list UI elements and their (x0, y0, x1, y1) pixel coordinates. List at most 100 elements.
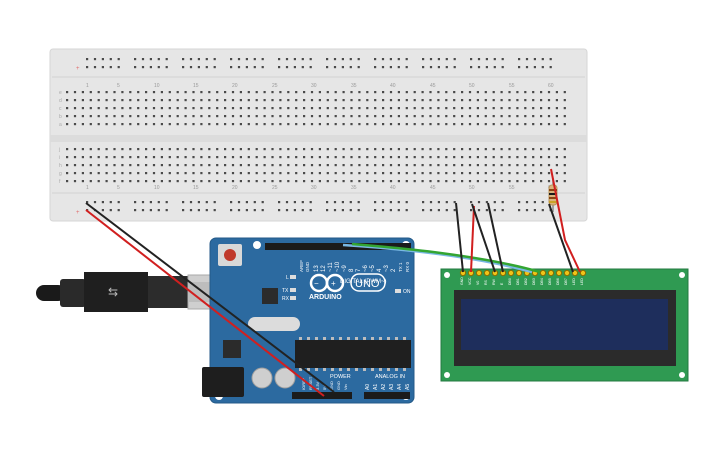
breadboard-hole (500, 123, 503, 126)
breadboard-hole (192, 91, 195, 94)
breadboard-hole (485, 58, 488, 61)
breadboard-hole (524, 172, 527, 175)
breadboard-hole (310, 148, 314, 151)
chip-pin (315, 368, 318, 371)
breadboard-hole (532, 180, 535, 183)
digital-header[interactable] (265, 243, 411, 250)
breadboard-hole (397, 66, 400, 69)
breadboard-hole (524, 107, 527, 110)
column-number: 5 (117, 83, 120, 89)
breadboard-hole (129, 148, 132, 151)
breadboard-hole (453, 123, 456, 126)
breadboard-hole (205, 201, 208, 204)
breadboard-hole (470, 209, 473, 212)
breadboard-hole (382, 164, 385, 167)
breadboard-hole (208, 148, 211, 151)
breadboard-hole (73, 164, 77, 167)
breadboard-hole (563, 115, 566, 118)
chip-pin (299, 368, 302, 371)
reset-button-cap[interactable] (224, 249, 236, 261)
breadboard-hole (540, 123, 543, 126)
breadboard-hole (247, 156, 250, 159)
breadboard-hole (555, 148, 558, 151)
breadboard[interactable]: + + 1 5 10 15 20 25 30 35 40 45 50 55 60… (49, 48, 588, 222)
breadboard-hole (484, 180, 487, 183)
breadboard-hole (230, 201, 233, 204)
breadboard-hole (468, 172, 472, 175)
breadboard-hole (255, 172, 258, 175)
breadboard-hole (461, 156, 464, 159)
mounting-hole (679, 272, 685, 278)
chip-pin (363, 368, 366, 371)
breadboard-hole (341, 66, 344, 69)
breadboard-hole (231, 91, 235, 94)
column-number: 20 (232, 83, 238, 89)
breadboard-hole (374, 201, 377, 204)
dc-power-jack[interactable] (202, 367, 244, 397)
breadboard-hole (429, 201, 433, 204)
breadboard-hole (81, 123, 84, 126)
breadboard-hole (213, 58, 216, 61)
breadboard-hole (453, 91, 456, 94)
breadboard-hole (422, 209, 425, 212)
breadboard-holes[interactable] (66, 58, 566, 212)
lcd-16x2-module[interactable]: GND VCC V0 RS RW E DB0 DB1 DB2 DB3 DB4 D… (440, 268, 689, 382)
breadboard-hole (397, 164, 400, 167)
breadboard-hole (129, 164, 132, 167)
breadboard-hole (263, 164, 266, 167)
breadboard-hole (508, 91, 511, 94)
breadboard-hole (245, 209, 248, 212)
breadboard-hole (445, 115, 448, 118)
lcd-pin-label: LED (572, 278, 576, 285)
wires[interactable] (85, 168, 581, 397)
breadboard-hole (137, 115, 140, 118)
breadboard-hole (101, 58, 104, 61)
breadboard-hole (533, 209, 536, 212)
breadboard-hole (89, 156, 92, 159)
breadboard-hole (413, 107, 416, 110)
breadboard-hole (492, 164, 495, 167)
breadboard-hole (231, 148, 235, 151)
breadboard-hole (184, 107, 187, 110)
pin-label: 13 (314, 265, 320, 272)
breadboard-hole (453, 180, 456, 183)
breadboard-hole (287, 172, 290, 175)
breadboard-hole (357, 209, 360, 212)
breadboard-hole (263, 91, 266, 94)
column-number: 20 (232, 185, 238, 191)
breadboard-hole (239, 148, 242, 151)
breadboard-hole (303, 172, 306, 175)
breadboard-hole (137, 107, 140, 110)
lcd-pin-header[interactable] (459, 269, 587, 277)
lcd-pin-label: LED (580, 278, 584, 285)
column-number: 35 (351, 83, 357, 89)
breadboard-hole (303, 99, 306, 102)
breadboard-hole (293, 66, 296, 69)
breadboard-hole (540, 156, 543, 159)
on-label: ON (403, 289, 411, 295)
breadboard-hole (555, 123, 558, 126)
rail-plus-label-top: + (76, 66, 80, 72)
arduino-uno-board[interactable]: AREF GND 13 12 ~11 ~10 ~9 8 7 ~6 ~5 4 ~3… (202, 237, 415, 404)
breadboard-hole (350, 107, 353, 110)
column-number: 30 (311, 185, 317, 191)
breadboard-hole (152, 115, 156, 118)
breadboard-hole (485, 201, 488, 204)
breadboard-hole (445, 172, 448, 175)
breadboard-hole (334, 99, 337, 102)
breadboard-hole (168, 148, 171, 151)
breadboard-hole (310, 123, 314, 126)
analog-header[interactable] (364, 392, 410, 399)
breadboard-hole (350, 164, 353, 167)
breadboard-hole (366, 107, 369, 110)
breadboard-hole (429, 180, 432, 183)
breadboard-hole (382, 123, 385, 126)
breadboard-hole (326, 115, 329, 118)
breadboard-hole (382, 180, 385, 183)
breadboard-hole (429, 156, 432, 159)
breadboard-hole (366, 164, 369, 167)
chip-pin (395, 368, 398, 371)
breadboard-hole (349, 209, 352, 212)
breadboard-hole (117, 58, 120, 61)
breadboard-hole (165, 66, 168, 69)
